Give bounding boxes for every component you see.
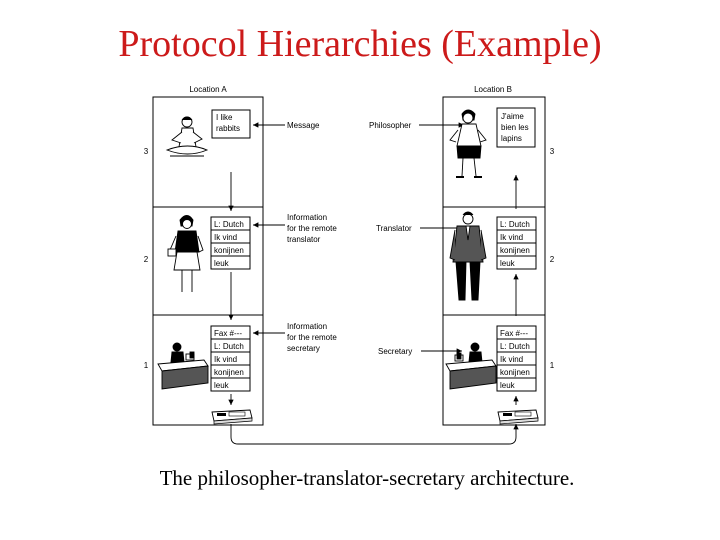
- note-a-l2-line4: leuk: [214, 259, 230, 268]
- philosopher-b-icon: [449, 109, 487, 178]
- info-translator-line1: Information: [287, 213, 327, 222]
- location-b-label: Location B: [474, 85, 512, 94]
- philosopher-a-icon: [165, 116, 209, 157]
- note-a-l2-line1: L: Dutch: [214, 220, 244, 229]
- info-secretary-line2: for the remote: [287, 333, 337, 342]
- note-a-l1-line3: Ik vind: [214, 355, 237, 364]
- slide-title: Protocol Hierarchies (Example): [118, 23, 602, 65]
- philosopher-label: Philosopher: [369, 121, 412, 130]
- message-label: Message: [287, 121, 320, 130]
- info-secretary-line3: secretary: [287, 344, 320, 353]
- note-a-l3-line1: I like: [216, 113, 233, 122]
- note-b-l2-line3: konijnen: [500, 246, 530, 255]
- location-a-column: [152, 96, 264, 426]
- secretary-b-icon: [445, 342, 497, 390]
- layer-2-label-b: 2: [550, 255, 555, 264]
- note-a-layer1: [210, 325, 251, 392]
- layer-2-label-a: 2: [144, 255, 149, 264]
- note-a-l1-line1: Fax #---: [214, 329, 242, 338]
- note-b-l1-line4: konijnen: [500, 368, 530, 377]
- info-translator-line3: translator: [287, 235, 321, 244]
- note-b-l1-line3: Ik vind: [500, 355, 523, 364]
- note-b-l3-line3: lapins: [501, 134, 522, 143]
- layer-3-label-a: 3: [144, 147, 149, 156]
- note-b-l2-line1: L: Dutch: [500, 220, 530, 229]
- fax-link-path: [230, 424, 519, 445]
- note-b-l3-line1: J'aime: [501, 112, 524, 121]
- secretary-label: Secretary: [378, 347, 412, 356]
- translator-b-icon: [449, 211, 487, 301]
- note-a-l2-line2: Ik vind: [214, 233, 237, 242]
- note-a-layer3: [211, 109, 251, 139]
- note-b-layer1: [496, 325, 537, 392]
- location-a-label: Location A: [189, 85, 227, 94]
- note-b-l2-line2: Ik vind: [500, 233, 523, 242]
- note-a-l2-line3: konijnen: [214, 246, 244, 255]
- layer-1-label-a: 1: [144, 361, 149, 370]
- secretary-a-icon: [157, 342, 209, 390]
- note-b-layer3: [496, 107, 536, 148]
- info-secretary-line1: Information: [287, 322, 327, 331]
- note-b-l3-line2: bien les: [501, 123, 529, 132]
- note-b-l1-line5: leuk: [500, 381, 516, 390]
- note-a-l1-line2: L: Dutch: [214, 342, 244, 351]
- note-b-l1-line2: L: Dutch: [500, 342, 530, 351]
- note-a-l1-line5: leuk: [214, 381, 230, 390]
- translator-a-icon: [167, 215, 204, 292]
- translator-label: Translator: [376, 224, 412, 233]
- note-b-l1-line1: Fax #---: [500, 329, 528, 338]
- note-a-l1-line4: konijnen: [214, 368, 244, 377]
- layer-1-label-b: 1: [550, 361, 555, 370]
- fax-machine-b-icon: [497, 409, 539, 425]
- figure-caption: The philosopher-translator-secretary arc…: [159, 466, 575, 490]
- note-a-l3-line2: rabbits: [216, 124, 240, 133]
- location-b-column: [442, 96, 546, 426]
- info-translator-line2: for the remote: [287, 224, 337, 233]
- layer-3-label-b: 3: [550, 147, 555, 156]
- fax-machine-a-icon: [211, 409, 253, 425]
- note-b-l2-line4: leuk: [500, 259, 516, 268]
